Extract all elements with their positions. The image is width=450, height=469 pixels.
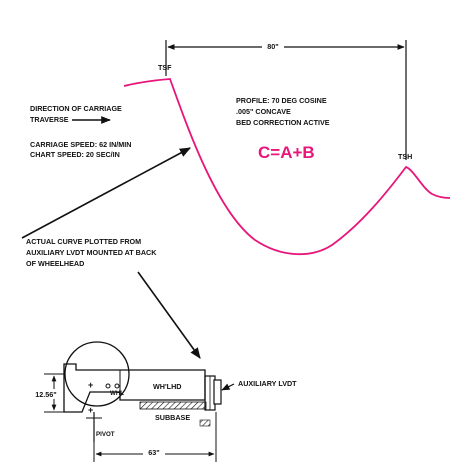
chart-speed-label: CHART SPEED: 20 SEC/IN (30, 150, 120, 159)
profile-line-1: PROFILE: 70 DEG COSINE (236, 96, 327, 105)
profile-line-2: .005" CONCAVE (236, 107, 291, 116)
aux-lvdt-leader (221, 383, 235, 391)
tsf-label: TSF (158, 63, 172, 72)
profile-line-3: BED CORRECTION ACTIVE (236, 118, 330, 127)
bottom-dimension-label: 63" (148, 448, 159, 457)
aux-lvdt-label: AUXILIARY LVDT (238, 379, 297, 388)
direction-line-1: DIRECTION OF CARRIAGE (30, 104, 122, 113)
top-dimension: 80" (165, 40, 407, 160)
tsh-label: TSH (398, 152, 412, 161)
subbase-hatch (139, 401, 207, 410)
wheelhead-label: WH'LHD (153, 382, 181, 391)
pivot-label: PIVOT (96, 431, 115, 438)
wheel-center-mark: + (88, 380, 93, 390)
subbase-label: SUBBASE (155, 413, 190, 422)
carriage-speed-label: CARRIAGE SPEED: 62 IN/MIN (30, 140, 131, 149)
top-dimension-label: 80" (267, 42, 278, 51)
left-dimension-label: 12.56" (35, 390, 56, 399)
actual-curve-line-2: AUXILIARY LVDT MOUNTED AT BACK (26, 248, 157, 257)
machine-schematic: + + WHL WH'LHD AUXILIARY LVDT SUBBASE PI… (33, 341, 297, 462)
actual-curve-line-1: ACTUAL CURVE PLOTTED FROM (26, 237, 141, 246)
formula-label: C=A+B (258, 143, 315, 162)
auxiliary-lvdt (213, 379, 222, 405)
lvdt-pointer-arrow (137, 271, 201, 359)
direction-line-2: TRAVERSE (30, 115, 69, 124)
plotted-curve (123, 78, 450, 256)
actual-curve-line-3: OF WHEELHEAD (26, 259, 84, 268)
whl-label: WHL (110, 390, 124, 397)
curve-pointer-arrow (21, 147, 191, 239)
pivot-center-mark: + (88, 405, 93, 415)
grinding-wheel (64, 341, 130, 407)
